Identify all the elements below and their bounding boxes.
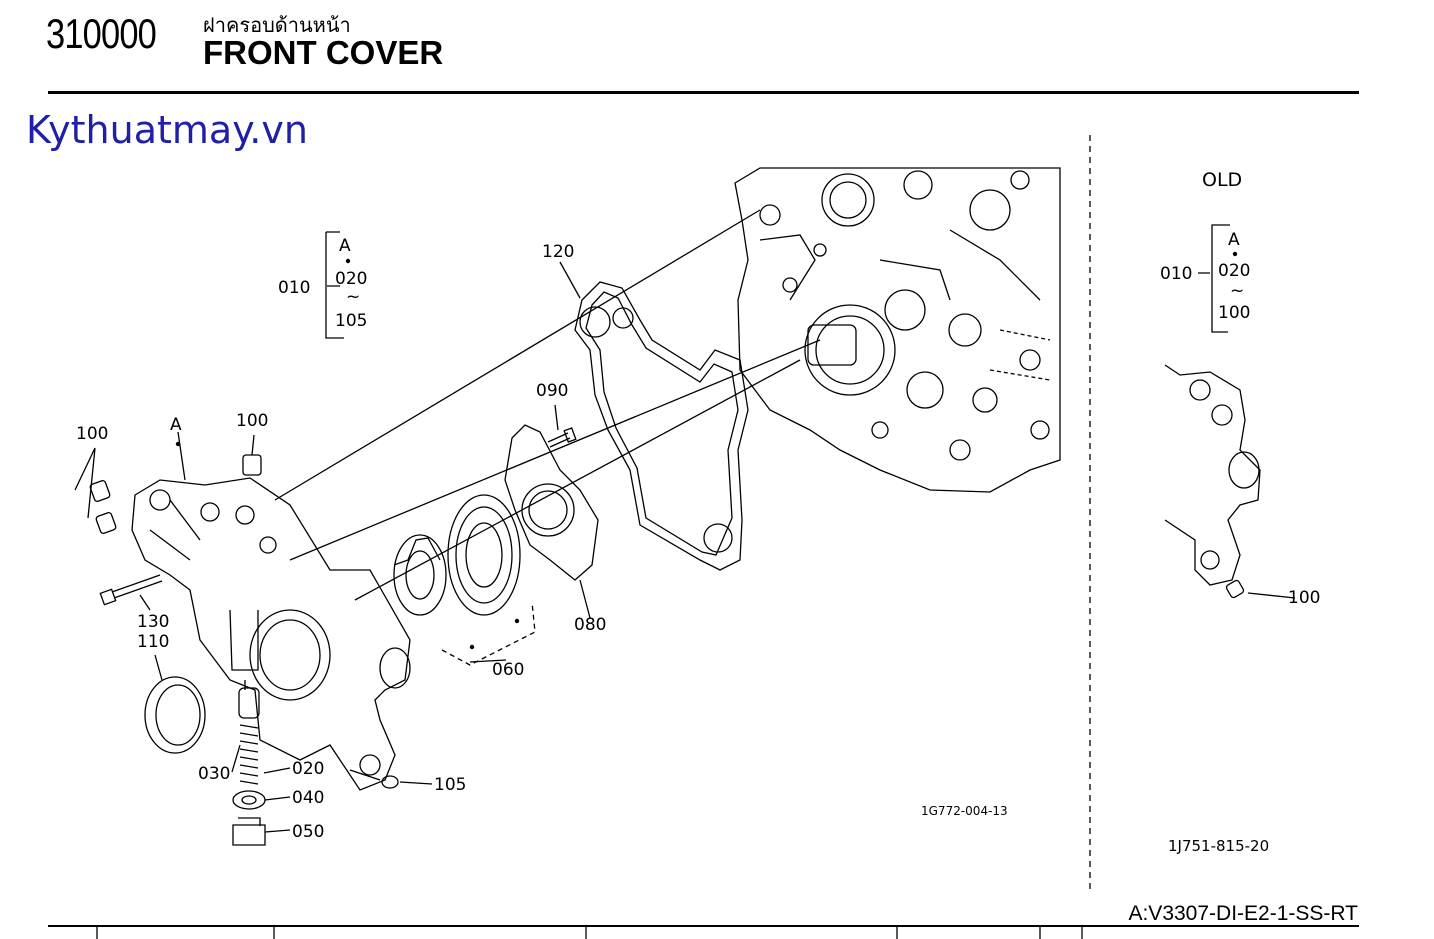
- parts-table-header-stub: [96, 927, 1083, 939]
- callout-060: 060: [492, 660, 524, 680]
- valve-030-drawing: [238, 687, 260, 719]
- model-code: A:V3307-DI-E2-1-SS-RT: [1128, 902, 1358, 925]
- callout-120: 120: [542, 242, 574, 262]
- watermark-brand: Kythuatmay.vn: [26, 108, 308, 152]
- callout-130: 130: [137, 612, 169, 632]
- alignment-line-2: [289, 339, 821, 561]
- ref-a-housing-label: A: [170, 415, 182, 435]
- plate-080-drawing: [504, 424, 599, 581]
- old-range-tilde: ~: [1230, 281, 1244, 301]
- range-105-label: 105: [335, 311, 367, 331]
- washer-040-drawing: [232, 790, 266, 810]
- callout-020: 020: [292, 759, 324, 779]
- callout-100-left: 100: [76, 424, 108, 444]
- group-060-bracket: [441, 601, 536, 666]
- ref-a-label: A: [339, 236, 351, 256]
- page-title: FRONT COVER: [203, 34, 444, 71]
- old-range-100-label: 100: [1218, 303, 1250, 323]
- old-panel-housing-drawing: [1164, 224, 1296, 599]
- old-panel-title: OLD: [1202, 169, 1242, 191]
- range-020-label: 020: [335, 269, 367, 289]
- outer-rotor-drawing: [447, 494, 521, 616]
- old-callout-100: 100: [1288, 588, 1320, 608]
- page-title-thai: ฝาครอบด้านหน้า: [203, 13, 351, 37]
- callout-040: 040: [292, 788, 324, 808]
- plug-100-a-drawing: [89, 480, 111, 502]
- callout-080: 080: [574, 615, 606, 635]
- figure-id-main: 1G772-004-13: [921, 804, 1008, 818]
- part-group-code: 310000: [46, 10, 157, 57]
- front-cover-housing-drawing: [131, 477, 411, 791]
- callout-030: 030: [198, 764, 230, 784]
- range-tilde: ~: [346, 287, 360, 307]
- header-divider: [48, 91, 1359, 94]
- plug-100-top-drawing: [242, 454, 262, 476]
- bolt-130-drawing: [99, 574, 163, 606]
- old-callout-010: 010: [1160, 264, 1192, 284]
- callout-010: 010: [278, 278, 310, 298]
- oring-105-drawing: [381, 775, 399, 789]
- oil-seal-110-drawing: [144, 676, 206, 754]
- engine-block-drawing: [734, 167, 1061, 493]
- callout-100-top: 100: [236, 411, 268, 431]
- bolt-090-drawing: [547, 427, 577, 448]
- callout-090: 090: [536, 381, 568, 401]
- alignment-line-3: [354, 359, 801, 601]
- callout-110: 110: [137, 632, 169, 652]
- inner-rotor-drawing: [393, 534, 447, 616]
- old-ref-a-label: A: [1228, 230, 1240, 250]
- footer-divider: [48, 925, 1359, 927]
- callout-105: 105: [434, 775, 466, 795]
- spring-020-drawing: [239, 724, 259, 785]
- old-range-020-label: 020: [1218, 261, 1250, 281]
- plug-100-b-drawing: [95, 512, 117, 534]
- alignment-line-1: [274, 209, 761, 501]
- figure-id-old: 1J751-815-20: [1168, 837, 1269, 855]
- gasket-120-drawing: [574, 281, 749, 571]
- plug-050-drawing: [232, 817, 266, 846]
- callout-050: 050: [292, 822, 324, 842]
